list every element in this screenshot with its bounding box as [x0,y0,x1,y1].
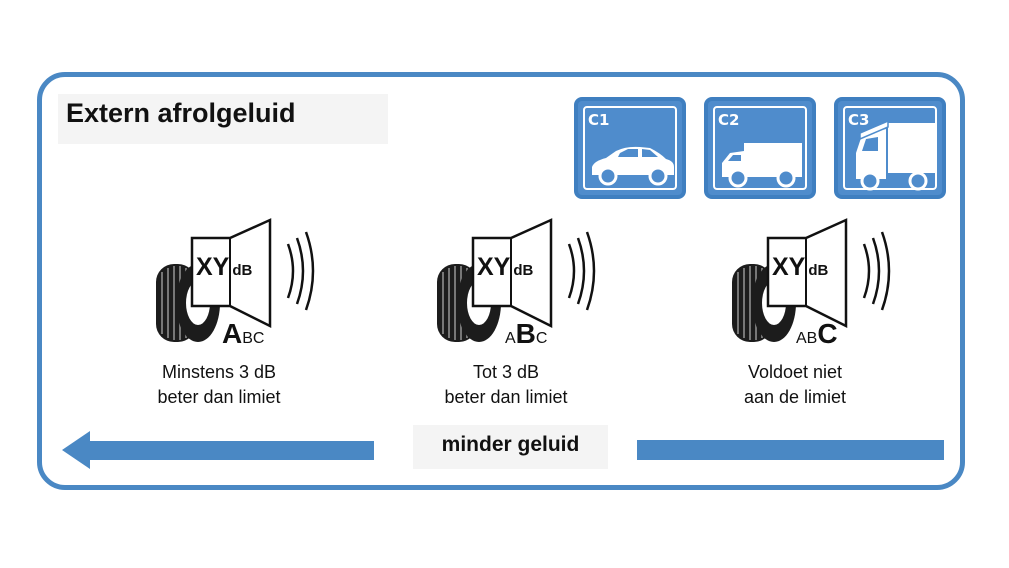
car-icon [592,146,674,186]
noise-class: ABC [796,318,838,349]
category-code: C2 [718,111,740,129]
diagram-title: Extern afrolgeluid [66,98,296,128]
direction-bar [637,440,944,460]
direction-label-background [413,425,608,469]
direction-label: minder geluid [441,433,580,456]
noise-class: ABC [505,318,548,349]
noise-level-a [152,216,332,346]
tyre-speaker-icon [156,218,315,342]
category-c2: C2 [704,97,816,199]
truck-icon [856,119,936,191]
tyre-speaker-icon [437,218,596,342]
category-code: C3 [848,111,870,129]
category-c3: C3 [834,97,946,199]
category-c1: C1 [574,97,686,199]
arrow-left-icon [62,431,374,469]
category-code: C1 [588,111,610,129]
noise-level-b [433,216,613,346]
noise-level-c [728,216,908,346]
noise-class: ABC [222,318,265,349]
title-background [58,94,388,144]
van-icon [722,143,802,188]
tyre-speaker-icon [732,218,891,342]
